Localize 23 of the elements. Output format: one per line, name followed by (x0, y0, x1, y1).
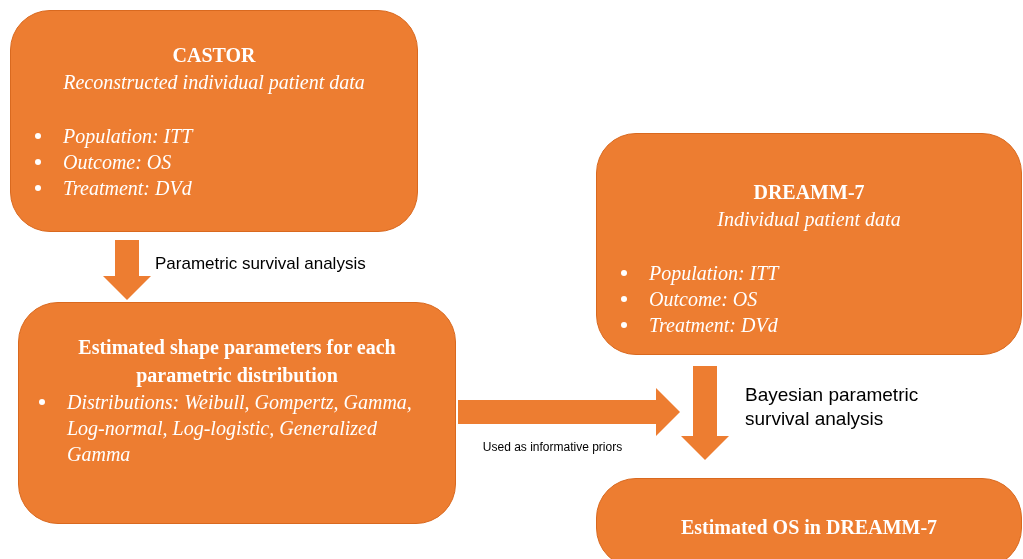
bullet-text: Treatment: DVd (63, 176, 193, 201)
edge-label: Parametric survival analysis (155, 253, 367, 275)
bullet-text: Outcome: OS (649, 287, 759, 312)
box-subtitle: Reconstructed individual patient data (62, 70, 366, 95)
process-box (596, 478, 1022, 559)
bullet-text: Distributions: Weibull, Gompertz, Gamma, Log-normal, Log-logistic, Generalized Gamma (67, 390, 413, 467)
process-box (18, 302, 456, 524)
block-arrow (458, 388, 680, 436)
bullet-text: Population: ITT (649, 261, 781, 286)
block-arrow (681, 366, 729, 460)
process-box (596, 133, 1022, 355)
block-arrow (103, 240, 151, 300)
box-heading: Estimated OS in DREAMM-7 (679, 515, 939, 540)
box-heading: Estimated shape parameters for each parametric distribution (77, 335, 397, 389)
edge-label: Bayesian parametric survival analysis (745, 383, 920, 431)
box-heading: CASTOR (171, 43, 257, 68)
box-heading: DREAMM-7 (752, 180, 866, 205)
process-box (10, 10, 418, 232)
bullet-text: Population: ITT (63, 124, 195, 149)
bullet-text: Outcome: OS (63, 150, 173, 175)
box-subtitle: Individual patient data (716, 207, 902, 232)
edge-label: Used as informative priors (481, 440, 624, 455)
bullet-text: Treatment: DVd (649, 313, 779, 338)
